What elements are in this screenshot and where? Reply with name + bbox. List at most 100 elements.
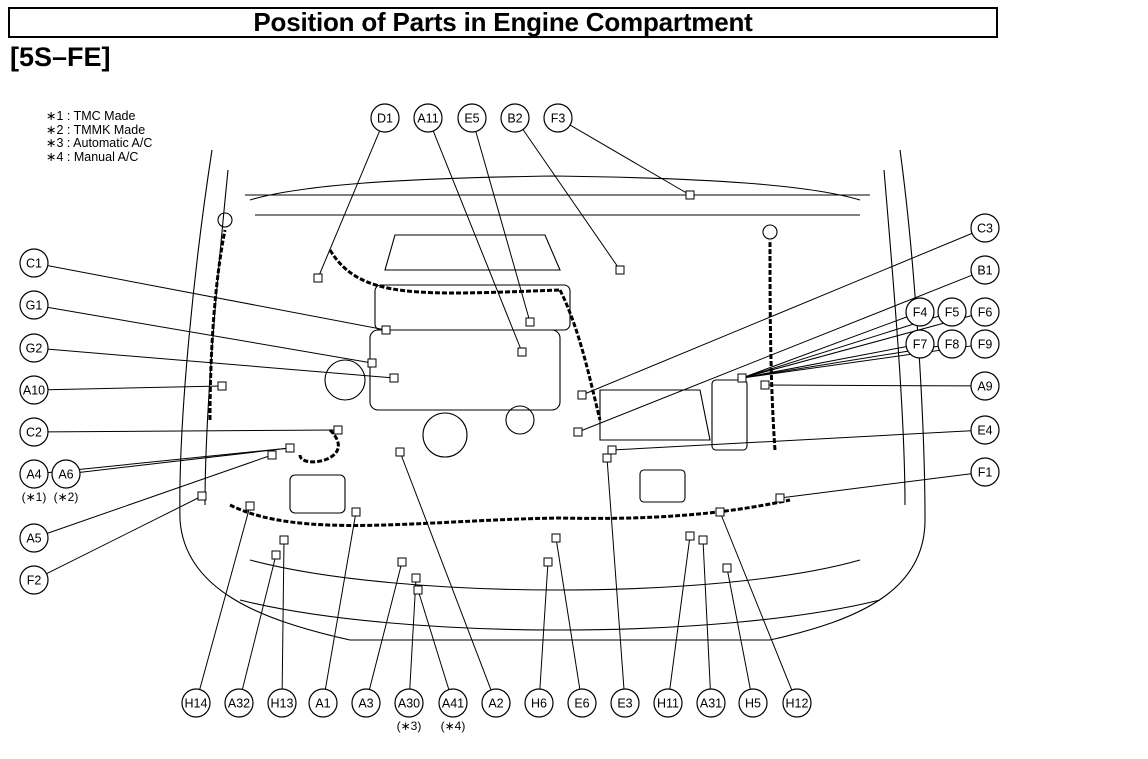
leader-line-d1 [317, 130, 381, 279]
callout-label-f6: F6 [978, 306, 993, 320]
leader-line-f1 [779, 473, 972, 499]
connector-marker-f9 [737, 373, 747, 383]
harness-left [208, 229, 227, 421]
callout-circle-f5 [937, 297, 967, 327]
connector-marker-h6 [543, 557, 553, 567]
connector-marker-b2 [615, 265, 625, 275]
leader-line-f9 [741, 345, 972, 379]
callout-a11: A11 [413, 103, 443, 133]
callout-b1: B1 [970, 255, 1000, 285]
sub-note-a30: (∗3) [397, 719, 422, 733]
intake-manifold [384, 234, 561, 271]
callout-label-a3: A3 [358, 697, 373, 711]
connector-marker-h12 [715, 507, 725, 517]
callout-label-f4: F4 [913, 306, 928, 320]
callout-h11: H11 [653, 688, 683, 718]
callout-circle-a11 [413, 103, 443, 133]
leader-line-a3 [368, 561, 403, 690]
callout-circle-f9 [970, 329, 1000, 359]
connector-marker-g2 [389, 373, 399, 383]
callout-f2: F2 [19, 565, 49, 595]
connector-marker-a11 [517, 347, 527, 357]
callout-a1: A1 [308, 688, 338, 718]
transaxle [599, 389, 711, 441]
callout-h13: H13 [267, 688, 297, 718]
callout-circle-c3 [970, 213, 1000, 243]
callout-label-e6: E6 [574, 697, 589, 711]
callout-f6: F6 [970, 297, 1000, 327]
connector-marker-f3 [685, 190, 695, 200]
callout-f1: F1 [970, 457, 1000, 487]
connector-marker-f2 [197, 491, 207, 501]
connector-marker-e5 [525, 317, 535, 327]
leader-line-a30 [409, 577, 417, 690]
callout-circle-a6 [51, 459, 81, 489]
idler-pulley [505, 405, 535, 435]
callout-h6: H6 [524, 688, 554, 718]
callout-circle-b2 [500, 103, 530, 133]
callout-g2: G2 [19, 333, 49, 363]
leader-line-a9 [764, 384, 972, 387]
leader-line-b2 [522, 129, 621, 271]
callout-label-a10: A10 [23, 384, 45, 398]
leader-line-f4 [741, 316, 908, 379]
callout-label-f8: F8 [945, 338, 960, 352]
sub-note-a41: (∗4) [441, 719, 466, 733]
callout-circle-h5 [738, 688, 768, 718]
right-fender-line [883, 169, 906, 506]
leader-line-a10 [47, 385, 223, 391]
firewall-line [245, 194, 870, 216]
callout-label-f1: F1 [978, 466, 993, 480]
callout-circle-g2 [19, 333, 49, 363]
engine-block [369, 329, 561, 411]
callout-f4: F4 [905, 297, 935, 327]
callout-circle-h14 [181, 688, 211, 718]
callout-a10: A10 [19, 375, 49, 405]
leader-line-f6 [741, 315, 972, 379]
callout-label-h13: H13 [271, 697, 294, 711]
diagram-title-text: Position of Parts in Engine Compartment [253, 7, 753, 37]
leader-line-f7 [741, 346, 907, 379]
harness-top [328, 249, 561, 295]
leader-line-a32 [241, 554, 277, 690]
callout-circle-h6 [524, 688, 554, 718]
leader-line-a11 [432, 130, 523, 353]
leader-line-f8 [741, 345, 939, 379]
callout-h14: H14 [181, 688, 211, 718]
connector-marker-h5 [722, 563, 732, 573]
callout-label-f7: F7 [913, 338, 928, 352]
footnote-legend: ∗1 : TMC Made ∗2 : TMMK Made ∗3 : Automa… [46, 109, 152, 164]
callout-label-g1: G1 [26, 299, 43, 313]
callout-a41: A41 [438, 688, 468, 718]
connector-marker-a30 [411, 573, 421, 583]
connector-marker-a1 [351, 507, 361, 517]
callout-circle-f3 [543, 103, 573, 133]
callout-circle-a5 [19, 523, 49, 553]
engine-model-label: [5S–FE] [10, 42, 111, 72]
callout-circle-f6 [970, 297, 1000, 327]
callout-c3: C3 [970, 213, 1000, 243]
diagram-title: Position of Parts in Engine Compartment [8, 7, 998, 38]
connector-marker-h11 [685, 531, 695, 541]
callout-label-a9: A9 [977, 380, 992, 394]
leader-line-g2 [47, 348, 395, 379]
callout-f3: F3 [543, 103, 573, 133]
callout-label-a31: A31 [700, 697, 722, 711]
right-strut-tower [762, 224, 778, 240]
connector-marker-a32 [271, 550, 281, 560]
leader-line-f5 [741, 315, 939, 379]
callout-circle-a32 [224, 688, 254, 718]
leader-line-b1 [577, 274, 973, 433]
connector-marker-c1 [381, 325, 391, 335]
callout-circle-a4 [19, 459, 49, 489]
leader-line-h6 [539, 561, 549, 690]
connector-marker-h14 [245, 501, 255, 511]
callout-e6: E6 [567, 688, 597, 718]
callout-label-e3: E3 [617, 697, 632, 711]
callout-a4: A4 [19, 459, 49, 489]
callout-a6: A6 [51, 459, 81, 489]
callout-label-h5: H5 [745, 697, 761, 711]
connector-marker-c3 [577, 390, 587, 400]
